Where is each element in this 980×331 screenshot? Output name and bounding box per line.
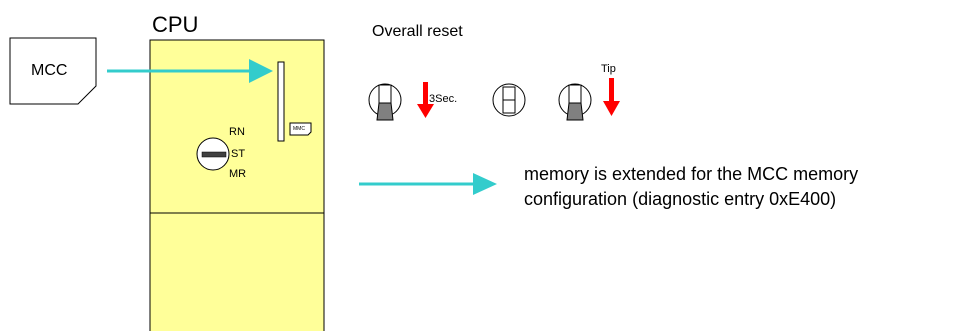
cpu-title: CPU — [152, 12, 199, 37]
mcc-card — [9, 37, 97, 105]
result-text-line1: memory is extended for the MCC memory — [524, 164, 859, 184]
switch-position-mr: MR — [229, 168, 247, 180]
switch-position-st: ST — [231, 148, 246, 160]
hold-arrow — [417, 82, 434, 118]
switch-position-rn: RN — [229, 126, 245, 138]
hold-duration-label: 3Sec. — [429, 93, 458, 105]
mcc-card-label: MCC — [31, 62, 68, 79]
toggle-switch-down-2 — [558, 83, 592, 121]
overall-reset-title: Overall reset — [372, 23, 463, 40]
toggle-switch-down-1 — [368, 83, 402, 121]
result-arrow — [359, 173, 497, 195]
mode-switch-bar — [201, 151, 227, 158]
cpu-body — [149, 39, 325, 331]
insert-card-arrow — [107, 59, 273, 83]
result-text-line2: configuration (diagnostic entry 0xE400) — [524, 189, 837, 209]
mmc-slot-card — [289, 122, 312, 136]
toggle-switch-neutral — [492, 83, 526, 117]
mmc-slot-label: MMC — [293, 126, 305, 132]
tip-arrow — [603, 78, 620, 116]
tip-label: Tip — [601, 63, 616, 75]
card-slot — [277, 61, 285, 142]
